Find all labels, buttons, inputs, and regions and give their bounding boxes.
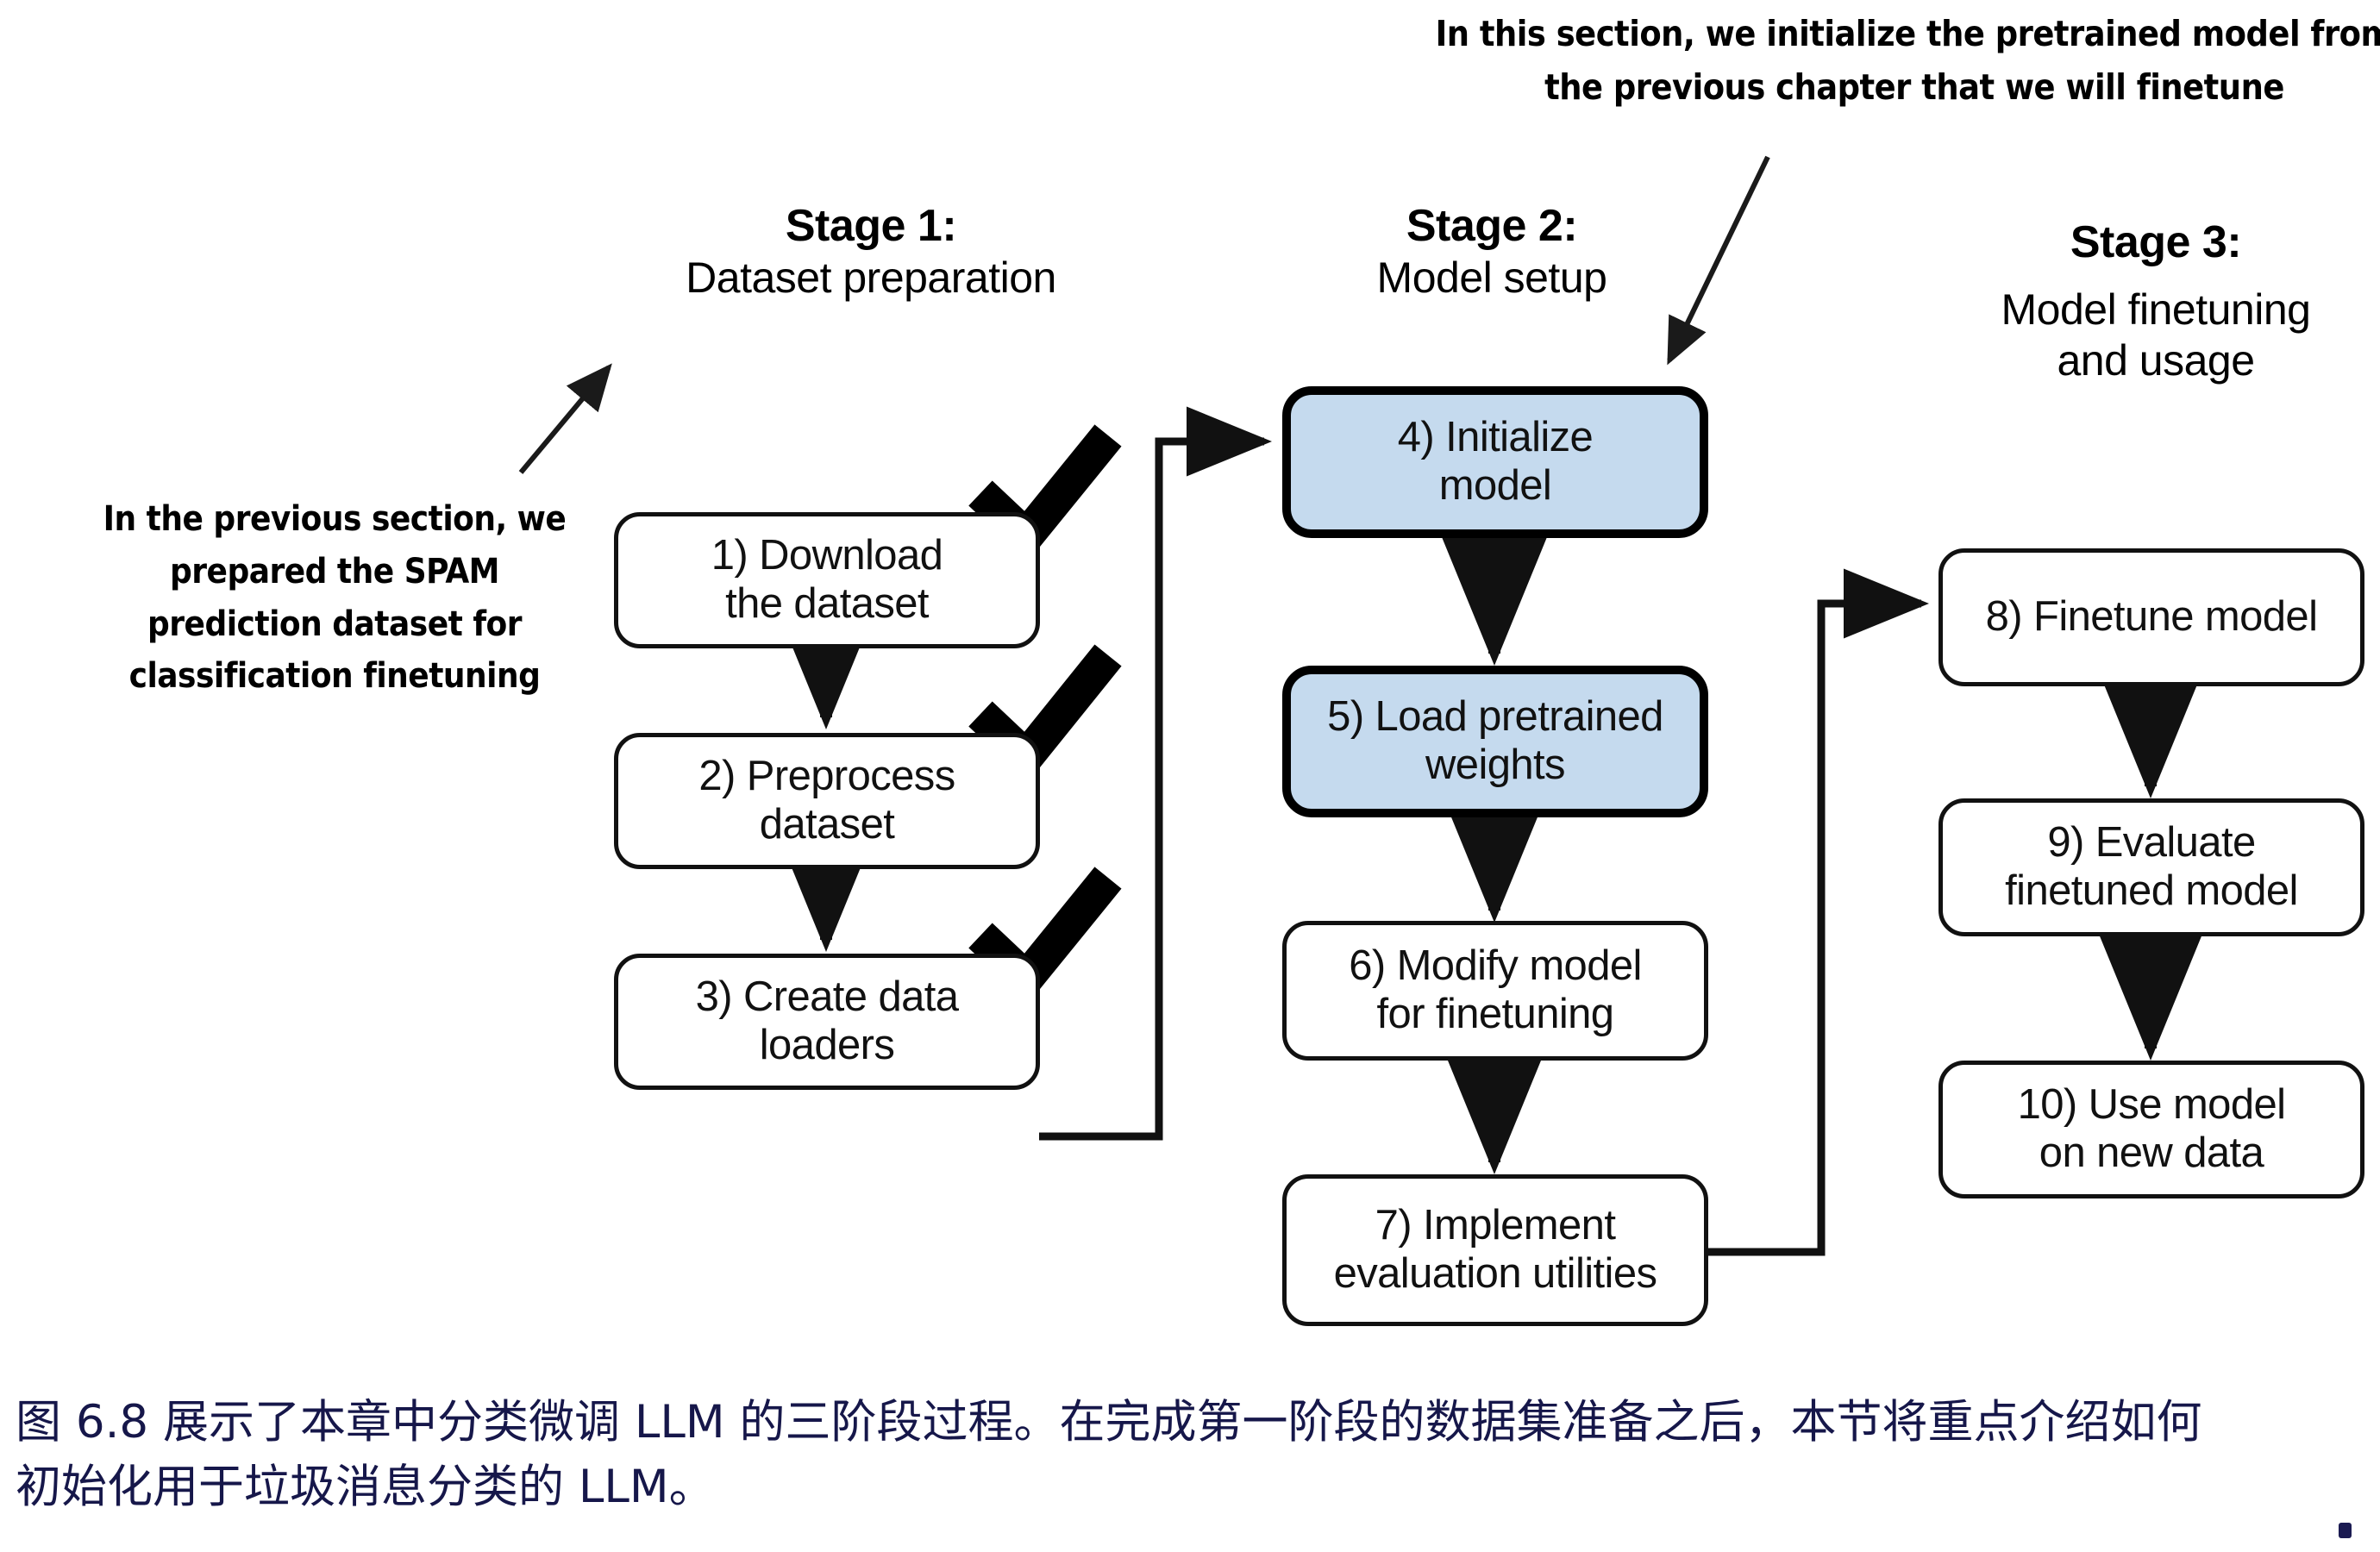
connector-stage1-to-stage2 <box>1039 406 1272 1141</box>
step-label-9: 9) Evaluate finetuned model <box>2005 819 2298 914</box>
stage-2-heading: Stage 2: Model setup <box>1224 200 1759 303</box>
step-box-10-use-model-on-new-data[interactable]: 10) Use model on new data <box>1938 1061 2364 1198</box>
step-box-5-load-pretrained-weights[interactable]: 5) Load pretrained weights <box>1282 666 1708 817</box>
step-label-4: 4) Initialize model <box>1397 414 1594 509</box>
step-box-6-modify-model-for-finetuning[interactable]: 6) Modify model for finetuning <box>1282 921 1708 1061</box>
stage-1-heading: Stage 1: Dataset preparation <box>569 200 1173 303</box>
step-box-4-initialize-model[interactable]: 4) Initialize model <box>1282 386 1708 538</box>
step-box-3-create-data-loaders[interactable]: 3) Create data loaders <box>614 954 1040 1090</box>
step-label-3: 3) Create data loaders <box>695 973 959 1068</box>
annotation-previous-section: In the previous section, we prepared the… <box>103 499 567 697</box>
caption-line-2: 初始化用于垃圾消息分类的 LLM。 <box>16 1461 715 1514</box>
annotation-arrow-left <box>518 363 612 474</box>
step-box-8-finetune-model[interactable]: 8) Finetune model <box>1938 548 2364 686</box>
step-box-9-evaluate-finetuned-model[interactable]: 9) Evaluate finetuned model <box>1938 798 2364 936</box>
annotation-this-section: In this section, we initialize the pretr… <box>1435 13 2380 109</box>
step-label-5: 5) Load pretrained weights <box>1327 693 1663 788</box>
step-label-7: 7) Implement evaluation utilities <box>1333 1202 1657 1297</box>
step-box-1-download-the-dataset[interactable]: 1) Download the dataset <box>614 512 1040 648</box>
step-box-2-preprocess-dataset[interactable]: 2) Preprocess dataset <box>614 733 1040 869</box>
caption-end-dot <box>2339 1523 2352 1538</box>
step-label-10: 10) Use model on new data <box>2017 1081 2286 1176</box>
step-label-2: 2) Preprocess dataset <box>698 753 955 848</box>
stage-1-subtitle: Dataset preparation <box>686 253 1056 302</box>
stage-1-title: Stage 1: <box>785 201 957 251</box>
figure-caption: 图 6.8 展示了本章中分类微调 LLM 的三阶段过程。在完成第一阶段的数据集准… <box>16 1390 2366 1520</box>
step-label-6: 6) Modify model for finetuning <box>1349 942 1642 1037</box>
step-box-7-implement-evaluation-utilities[interactable]: 7) Implement evaluation utilities <box>1282 1174 1708 1326</box>
connector-stage2-to-stage3 <box>1707 568 1929 1256</box>
stage-2-title: Stage 2: <box>1406 201 1578 251</box>
stage-3-title: Stage 3: <box>2070 216 2242 267</box>
stage-2-subtitle: Model setup <box>1376 253 1607 302</box>
stage-3-subtitle: Model finetuning and usage <box>2001 285 2311 385</box>
stage-3-heading: Stage 3: Model finetuning and usage <box>1888 200 2380 402</box>
step-label-1: 1) Download the dataset <box>711 532 943 627</box>
caption-line-1: 图 6.8 展示了本章中分类微调 LLM 的三阶段过程。在完成第一阶段的数据集准… <box>16 1396 2202 1449</box>
step-label-8: 8) Finetune model <box>1985 593 2318 641</box>
